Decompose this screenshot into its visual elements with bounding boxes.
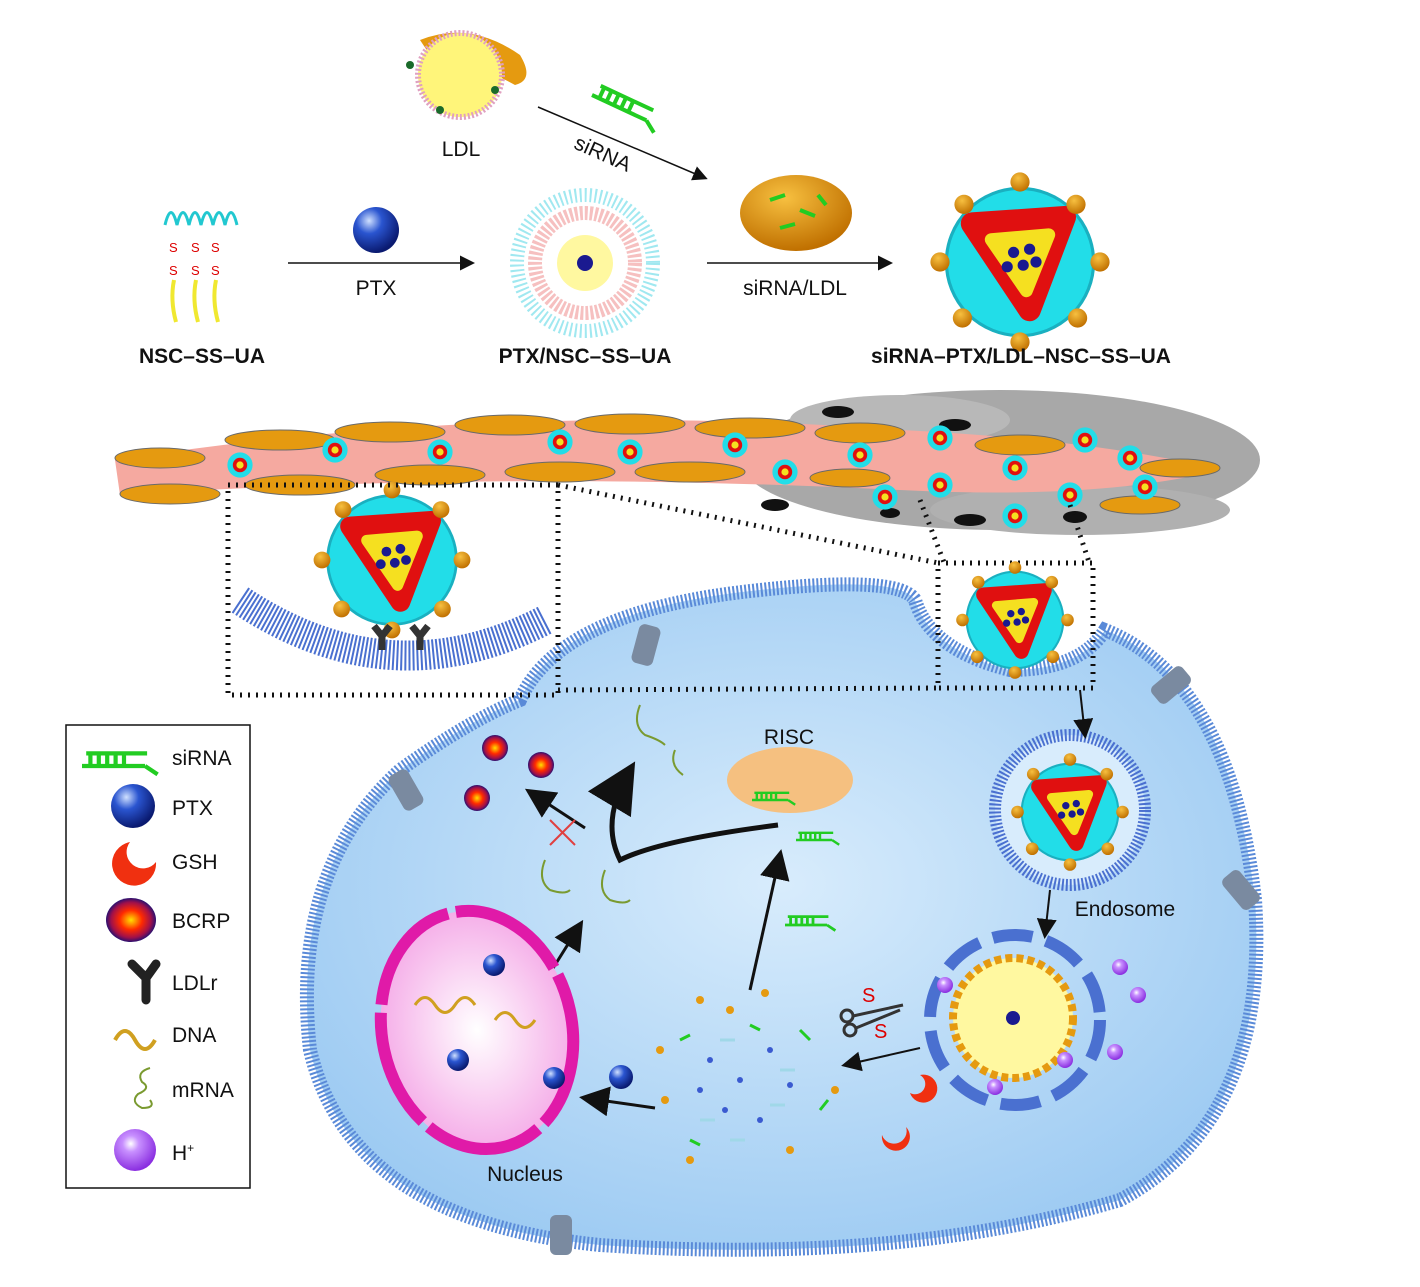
arrow [748,849,790,991]
legend-label: BCRP [172,910,230,933]
risc-complex [727,747,853,813]
membrane-channels [388,624,1260,1255]
blood-vessel [114,413,1221,529]
arrow [1036,889,1057,939]
ldl-label: LDL [442,138,481,161]
ptx-nsc-ss-ua-label: PTX/NSC–SS–UA [499,345,672,368]
svg-text:S: S [211,240,220,255]
dna-icon [413,996,537,1029]
ldl-particle-icon [406,30,527,120]
disulfide-cleavage: S S [839,985,904,1043]
sirna-arrow-label: siRNA [571,131,635,176]
mrna-cleavage-arrow [587,761,779,864]
legend-label: siRNA [172,747,232,770]
sirna-arrow [537,106,708,181]
svg-text:S: S [191,240,200,255]
legend-label: GSH [172,851,218,874]
broken-endosome-icon [924,929,1146,1111]
legend-label: mRNA [172,1079,234,1102]
legend-label: PTX [172,797,213,820]
nucleus-label: Nucleus [487,1163,563,1186]
legend-label: H+ [172,1141,194,1165]
svg-text:S: S [169,240,178,255]
gsh-icon [910,1074,938,1103]
arrow [841,1047,921,1072]
sirna-icon [586,82,665,135]
ptx-micelle-icon [510,188,660,338]
legend-label: DNA [172,1024,216,1047]
zoom-inset [225,482,1096,698]
final-nanoparticle-label: siRNA–PTX/LDL–NSC–SS–UA [871,345,1171,368]
ptx-sphere-icon [353,207,399,253]
scissors-icon [839,1003,904,1038]
nsc-ss-ua-label: NSC–SS–UA [139,345,265,368]
svg-text:S: S [191,263,200,278]
proton-icon [114,1129,156,1171]
arrow [1073,689,1094,739]
legend: siRNA PTX GSH BCRP LDLr DNA mRNA H+ [65,724,251,1189]
svg-text:S: S [874,1021,887,1043]
ptx-sphere-icon [609,1065,633,1089]
ldl-receptor-icon [127,959,161,1005]
bcrp-icon [464,735,554,811]
ptx-arrow-label: PTX [356,277,397,300]
bcrp-icon [106,898,156,942]
final-nanoparticle-icon [930,172,1109,351]
legend-label: LDLr [172,972,218,995]
gsh-icon [881,1127,910,1151]
sirna-ldl-complex-icon [740,175,852,251]
dna-icon [113,1029,157,1051]
svg-text:S: S [862,985,875,1007]
svg-text:S: S [169,263,178,278]
sirna-ldl-arrow-label: siRNA/LDL [743,277,847,300]
arrow [579,1086,656,1117]
svg-text:S: S [211,263,220,278]
released-contents [656,989,839,1164]
endosome-label: Endosome [1075,898,1175,921]
endosome-icon [989,729,1151,891]
ptx-sphere-icon [111,784,155,828]
nsc-ss-ua-polymer-icon: SS SS SS [163,211,239,323]
mrna-icon [540,704,684,904]
mrna-icon [133,1067,153,1110]
gsh-crescent-icon [112,842,157,886]
risc-label: RISC [764,726,814,749]
arrow [524,788,586,830]
blocked-icon [549,819,576,846]
nucleus [374,904,580,1156]
